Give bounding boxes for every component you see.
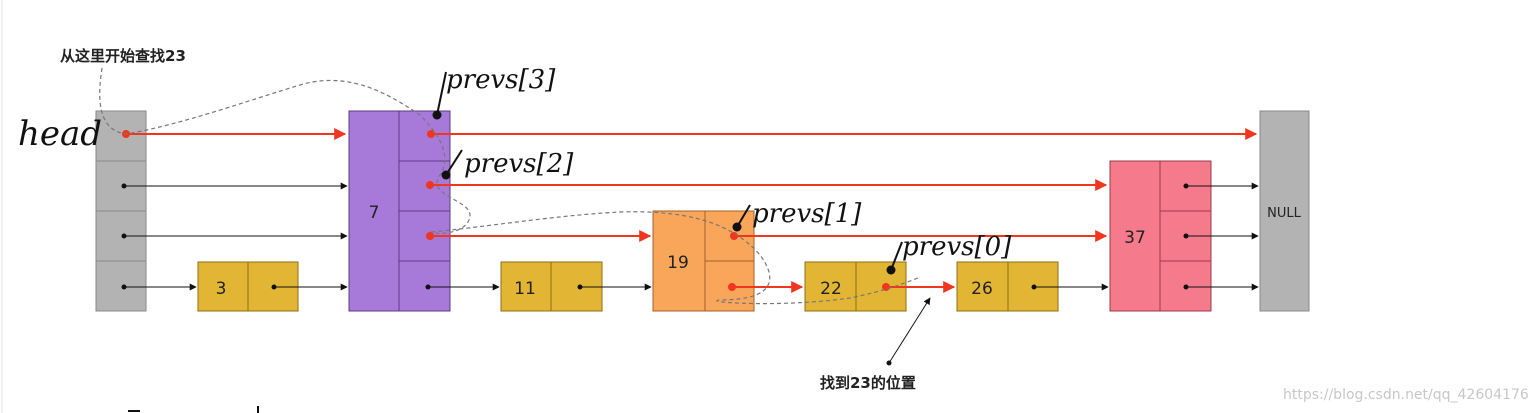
- search-path-arrows: [126, 128, 1258, 293]
- pointer-dots: [121, 183, 1189, 290]
- found-pointer-line: [888, 297, 931, 364]
- found-note: 找到23的位置: [820, 374, 916, 392]
- head-label: head: [18, 114, 102, 154]
- node-22: 22: [804, 261, 907, 312]
- traversal-dashed-curve: [99, 67, 919, 305]
- prevs-2-label: prevs[2]: [464, 149, 574, 179]
- node-26-value: 26: [971, 279, 993, 299]
- node-3-value: 3: [216, 279, 227, 299]
- start-note: 从这里开始查找23: [60, 47, 186, 65]
- prevs-3-label: prevs[3]: [446, 65, 556, 95]
- null-node: NULL: [1259, 110, 1310, 312]
- node-19-value: 19: [667, 253, 689, 273]
- node-7-value: 7: [369, 203, 380, 223]
- prevs-0-label: prevs[0]: [902, 232, 1012, 262]
- head-node: [95, 110, 147, 312]
- null-label: NULL: [1267, 206, 1301, 221]
- node-37-value: 37: [1124, 228, 1146, 248]
- node-7: 7: [348, 110, 451, 312]
- node-22-value: 22: [820, 279, 842, 299]
- pointer-arrows: [124, 182, 1259, 291]
- node-11: 11: [500, 261, 603, 312]
- node-11-value: 11: [514, 279, 536, 299]
- found-pointer-dot: [886, 360, 892, 366]
- watermark: https://blog.csdn.net/qq_42604176: [1283, 387, 1529, 403]
- prevs-1-label: prevs[1]: [752, 199, 862, 229]
- hand-strokes: [128, 71, 903, 413]
